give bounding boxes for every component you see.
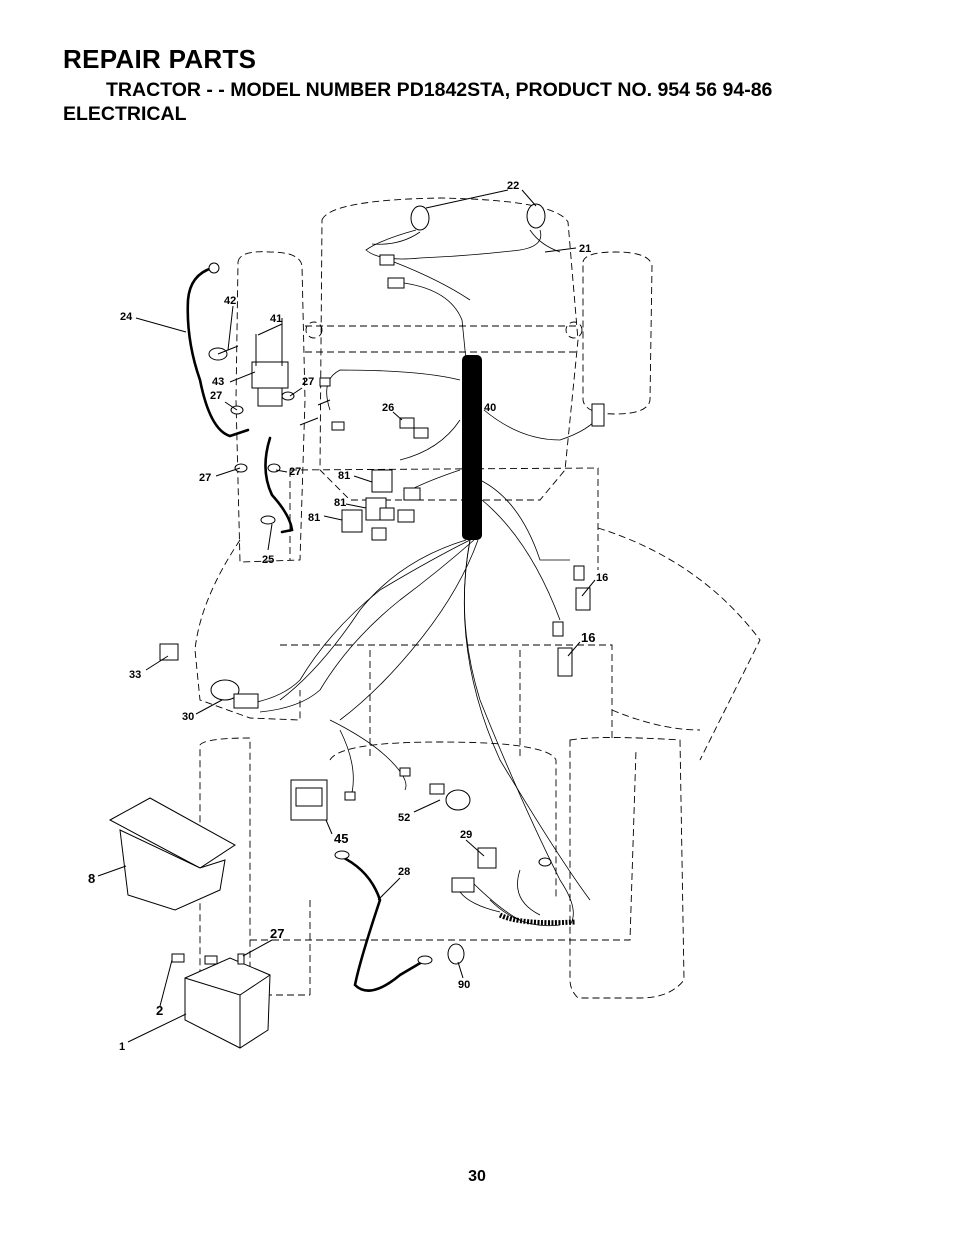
callout-29: 29 bbox=[460, 829, 472, 841]
callout-27: 27 bbox=[302, 376, 314, 388]
callout-40: 40 bbox=[484, 402, 496, 414]
battery-components bbox=[108, 797, 465, 1049]
page-title: REPAIR PARTS bbox=[63, 44, 257, 74]
callout-1: 1 bbox=[119, 1041, 125, 1053]
callout-30: 30 bbox=[182, 711, 194, 723]
callout-16: 16 bbox=[596, 572, 608, 584]
callout-27: 27 bbox=[289, 466, 301, 478]
section-heading: ELECTRICAL bbox=[63, 103, 187, 125]
callout-labels: 22 21 42 41 24 43 27 27 26 40 27 27 81 8… bbox=[88, 180, 608, 1053]
rear-components bbox=[290, 767, 576, 927]
callout-43: 43 bbox=[212, 376, 224, 388]
callout-81: 81 bbox=[334, 497, 346, 509]
callout-27: 27 bbox=[199, 472, 211, 484]
callout-90: 90 bbox=[458, 979, 470, 991]
callout-8: 8 bbox=[88, 871, 95, 886]
model-subtitle: TRACTOR - - MODEL NUMBER PD1842STA, PROD… bbox=[106, 79, 773, 101]
page-number: 30 bbox=[468, 1168, 486, 1185]
callout-28: 28 bbox=[398, 866, 410, 878]
callout-25: 25 bbox=[262, 554, 274, 566]
callout-24: 24 bbox=[120, 311, 133, 323]
callout-52: 52 bbox=[398, 812, 410, 824]
callout-27: 27 bbox=[210, 390, 222, 402]
callout-81: 81 bbox=[338, 470, 350, 482]
tractor-outline bbox=[194, 197, 761, 999]
callout-26: 26 bbox=[382, 402, 394, 414]
callout-42: 42 bbox=[224, 295, 236, 307]
callout-21: 21 bbox=[579, 243, 591, 255]
callout-81: 81 bbox=[308, 512, 320, 524]
relays-and-connectors bbox=[159, 403, 605, 709]
callout-16: 16 bbox=[581, 630, 595, 645]
callout-22: 22 bbox=[507, 180, 519, 192]
headlight-harness bbox=[365, 203, 561, 361]
callout-27: 27 bbox=[270, 926, 284, 941]
callout-2: 2 bbox=[156, 1003, 163, 1018]
callout-45: 45 bbox=[334, 831, 348, 846]
main-wire-harness bbox=[239, 355, 601, 926]
callout-leader-lines bbox=[97, 189, 596, 1043]
callout-33: 33 bbox=[129, 669, 141, 681]
solenoid-assembly bbox=[186, 262, 345, 534]
callout-41: 41 bbox=[270, 313, 282, 325]
